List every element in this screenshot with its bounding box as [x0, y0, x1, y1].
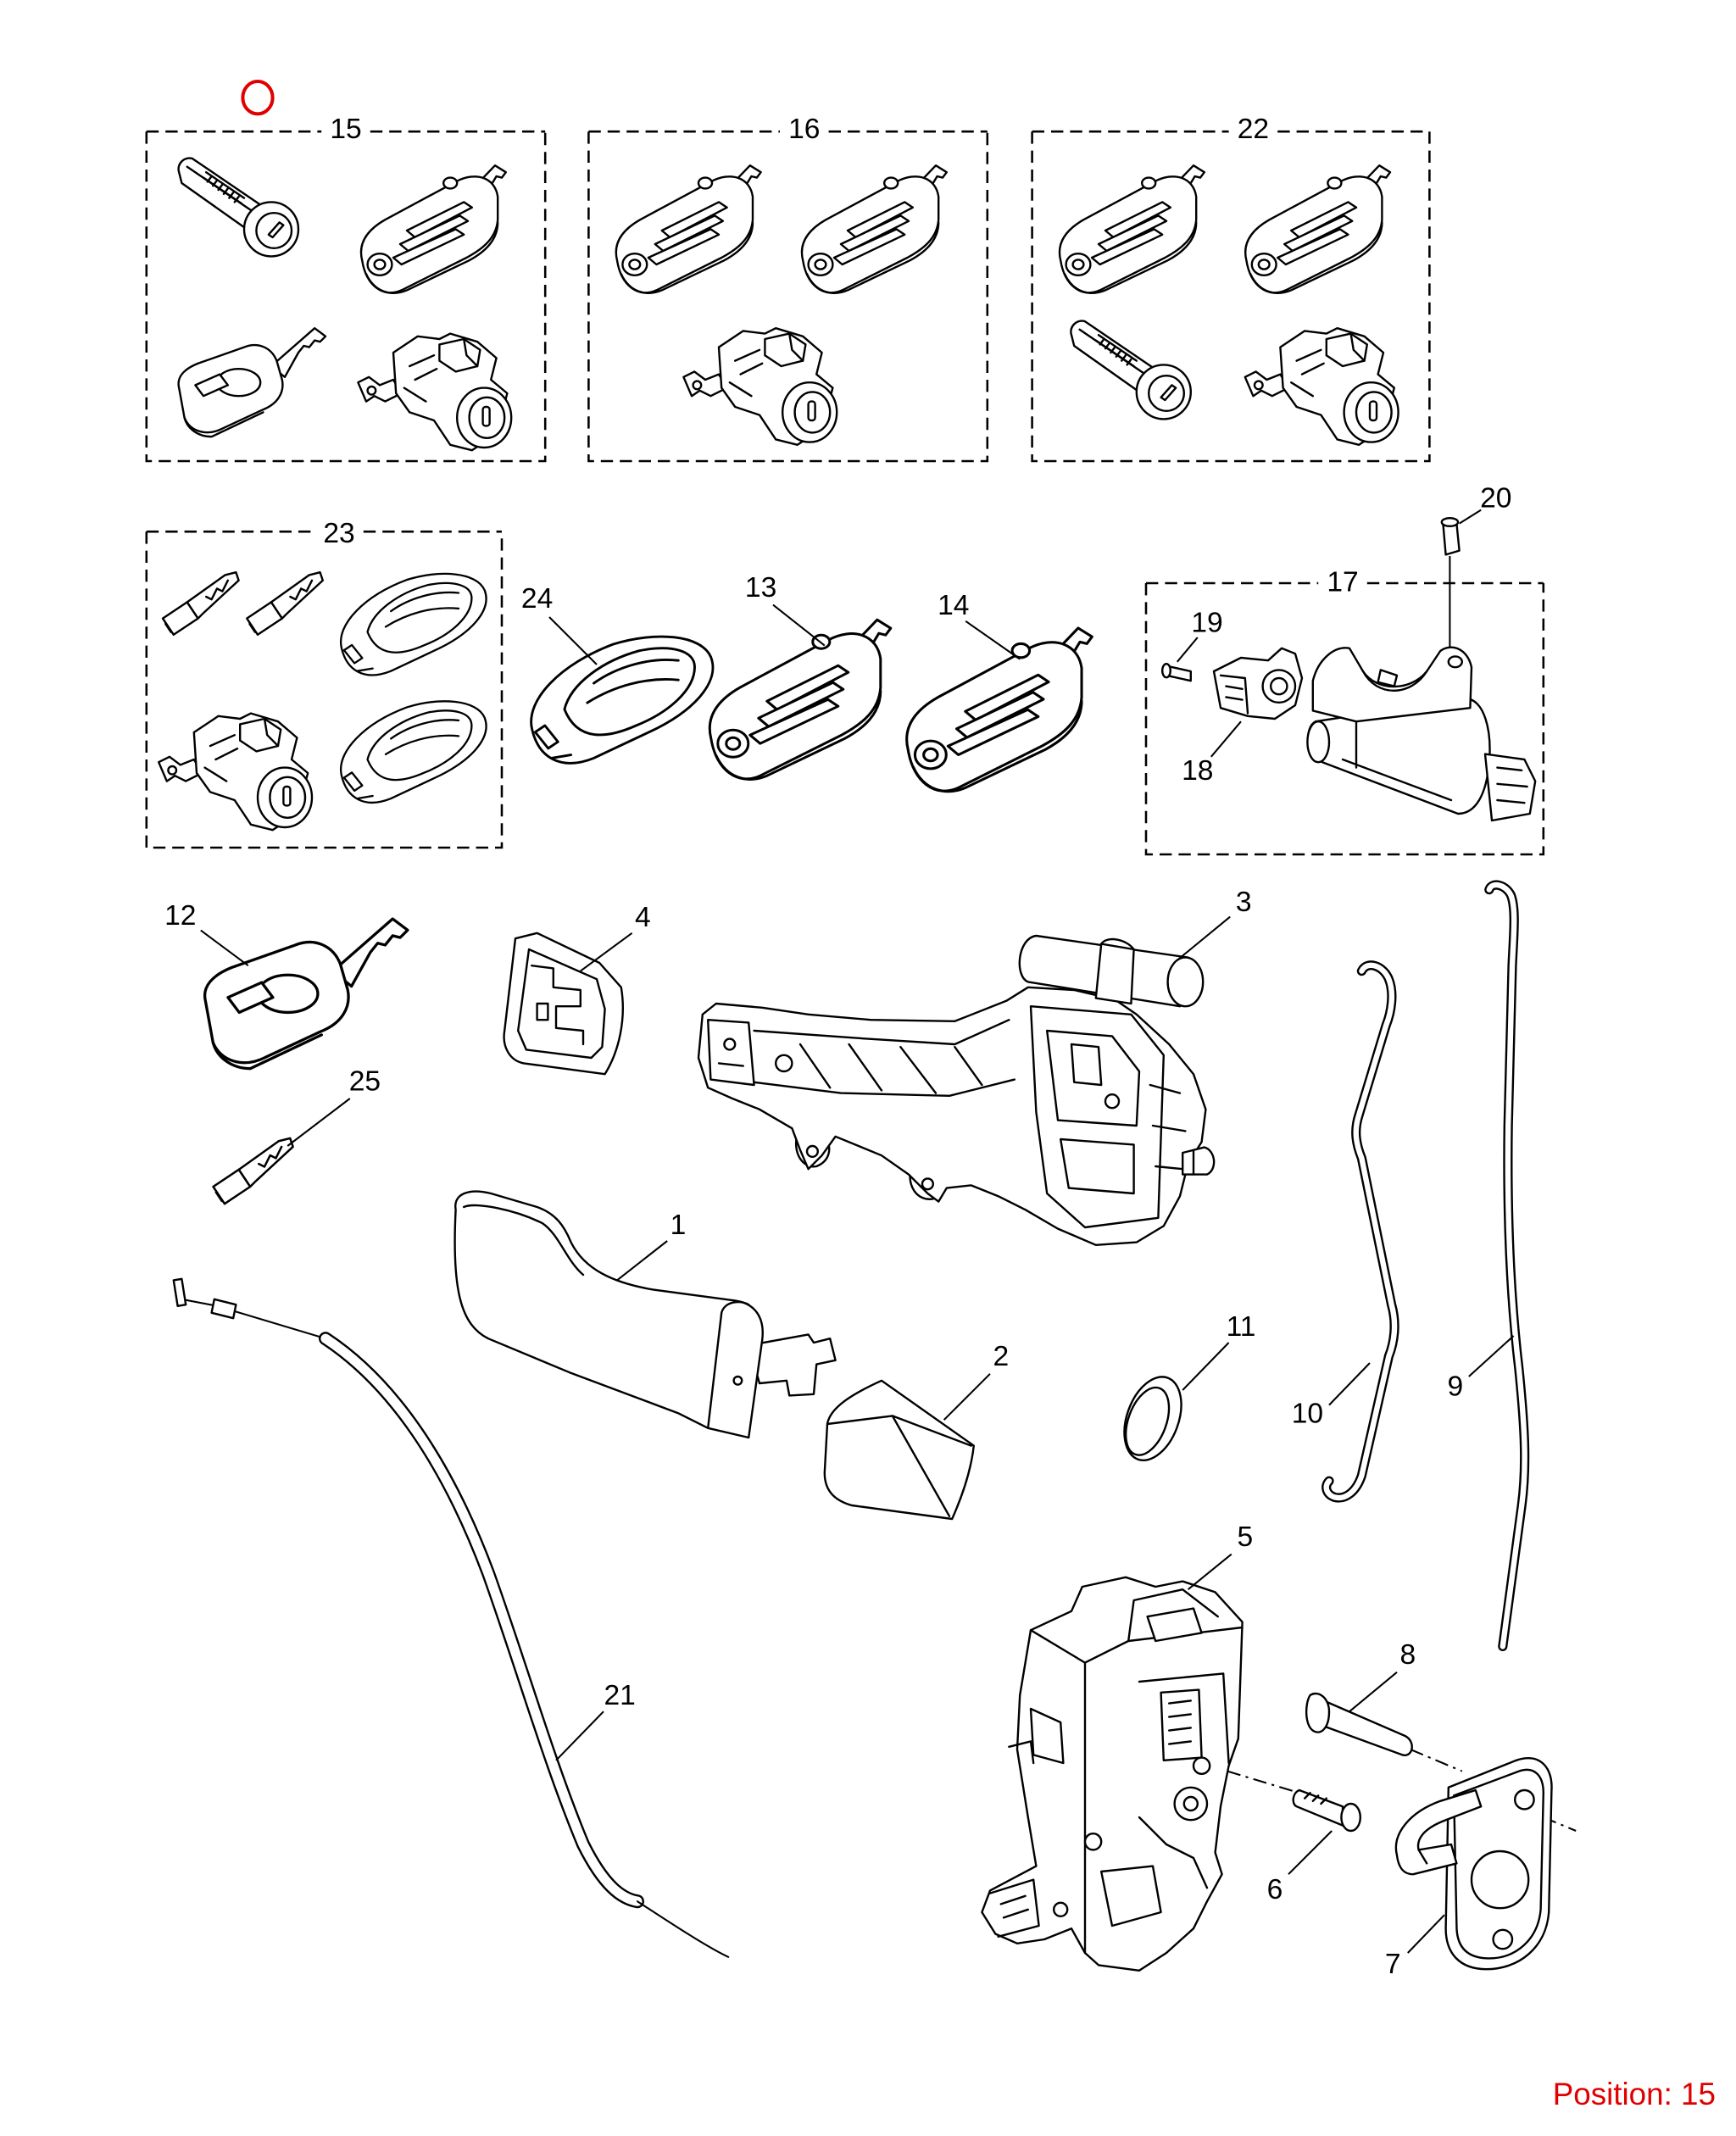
callout-5[interactable]: 5	[1237, 1521, 1253, 1553]
transponder-key	[177, 327, 327, 438]
part-7-striker	[1394, 1757, 1553, 1971]
key-blade	[161, 571, 240, 636]
steering-lock-actuator	[1306, 646, 1537, 822]
callout-20[interactable]: 20	[1480, 482, 1511, 514]
key-blade	[246, 571, 324, 636]
part-13-flip-key-fob	[708, 618, 893, 781]
callout-13[interactable]: 13	[745, 572, 776, 604]
callout-25[interactable]: 25	[349, 1065, 381, 1097]
flip-key-fob	[800, 164, 949, 294]
callout-4[interactable]: 4	[635, 902, 651, 933]
part-9-rod	[1484, 880, 1530, 1651]
flip-key-fob	[1244, 164, 1392, 294]
callout-3[interactable]: 3	[1236, 887, 1252, 918]
kit-box-15	[145, 130, 547, 463]
keyless-remote	[339, 572, 487, 676]
callout-14[interactable]: 14	[938, 590, 969, 621]
callout-7[interactable]: 7	[1385, 1949, 1401, 1980]
flip-key-fob	[615, 164, 762, 294]
part-24-keyless-remote	[530, 635, 715, 765]
part-20-pin	[1440, 517, 1461, 556]
part-4-bezel	[503, 932, 624, 1076]
callout-24[interactable]: 24	[521, 583, 553, 615]
part-25-key-blade	[212, 1137, 294, 1205]
part-5-door-latch	[981, 1576, 1244, 1972]
door-lock-cylinder	[682, 327, 838, 446]
callout-16[interactable]: 16	[788, 114, 820, 145]
door-lock-cylinder	[357, 332, 513, 452]
part-11-grommet	[1123, 1376, 1182, 1462]
door-lock-cylinder	[1244, 327, 1399, 446]
callout-15[interactable]: 15	[330, 114, 361, 145]
callout-17[interactable]: 17	[1327, 567, 1358, 598]
kit-box-16	[587, 130, 989, 463]
flip-key-fob	[1058, 164, 1206, 294]
part-6-screw	[1292, 1788, 1362, 1833]
callout-12[interactable]: 12	[164, 900, 196, 932]
part-21-release-cable	[172, 1277, 730, 1958]
callout-11[interactable]: 11	[1227, 1311, 1256, 1343]
part-8-bolt	[1305, 1692, 1413, 1756]
flip-key-fob	[359, 164, 507, 294]
callout-18[interactable]: 18	[1182, 755, 1213, 787]
kit-box-22	[1031, 130, 1431, 463]
part-19-screw	[1161, 663, 1193, 682]
callout-9[interactable]: 9	[1447, 1371, 1463, 1402]
kit-box-23	[145, 530, 504, 849]
part-14-flip-key-fob	[905, 626, 1093, 793]
callout-8[interactable]: 8	[1399, 1639, 1416, 1671]
callout-19[interactable]: 19	[1191, 608, 1222, 639]
callout-22[interactable]: 22	[1238, 114, 1269, 145]
position-readout: Position: 15	[1553, 2077, 1716, 2111]
callout-10[interactable]: 10	[1292, 1398, 1323, 1429]
part-12-transponder-key	[203, 917, 409, 1071]
door-lock-cylinder	[157, 712, 314, 832]
callout-21[interactable]: 21	[604, 1680, 636, 1711]
callout-6[interactable]: 6	[1267, 1874, 1283, 1905]
callout-23[interactable]: 23	[323, 518, 354, 549]
keyless-remote	[339, 700, 487, 804]
callout-1[interactable]: 1	[670, 1210, 687, 1241]
selected-position-marker	[241, 80, 275, 116]
part-18-sensor	[1212, 647, 1304, 720]
kit-box-17	[1144, 556, 1545, 856]
ignition-lock-barrel	[1070, 320, 1193, 420]
part-2-handle-cap	[823, 1379, 975, 1521]
part-10-rod	[1321, 960, 1399, 1503]
part-1-outside-handle	[453, 1190, 837, 1439]
callout-2[interactable]: 2	[993, 1341, 1009, 1372]
part-3-handle-carrier	[697, 934, 1216, 1247]
ignition-lock-barrel	[177, 157, 300, 258]
